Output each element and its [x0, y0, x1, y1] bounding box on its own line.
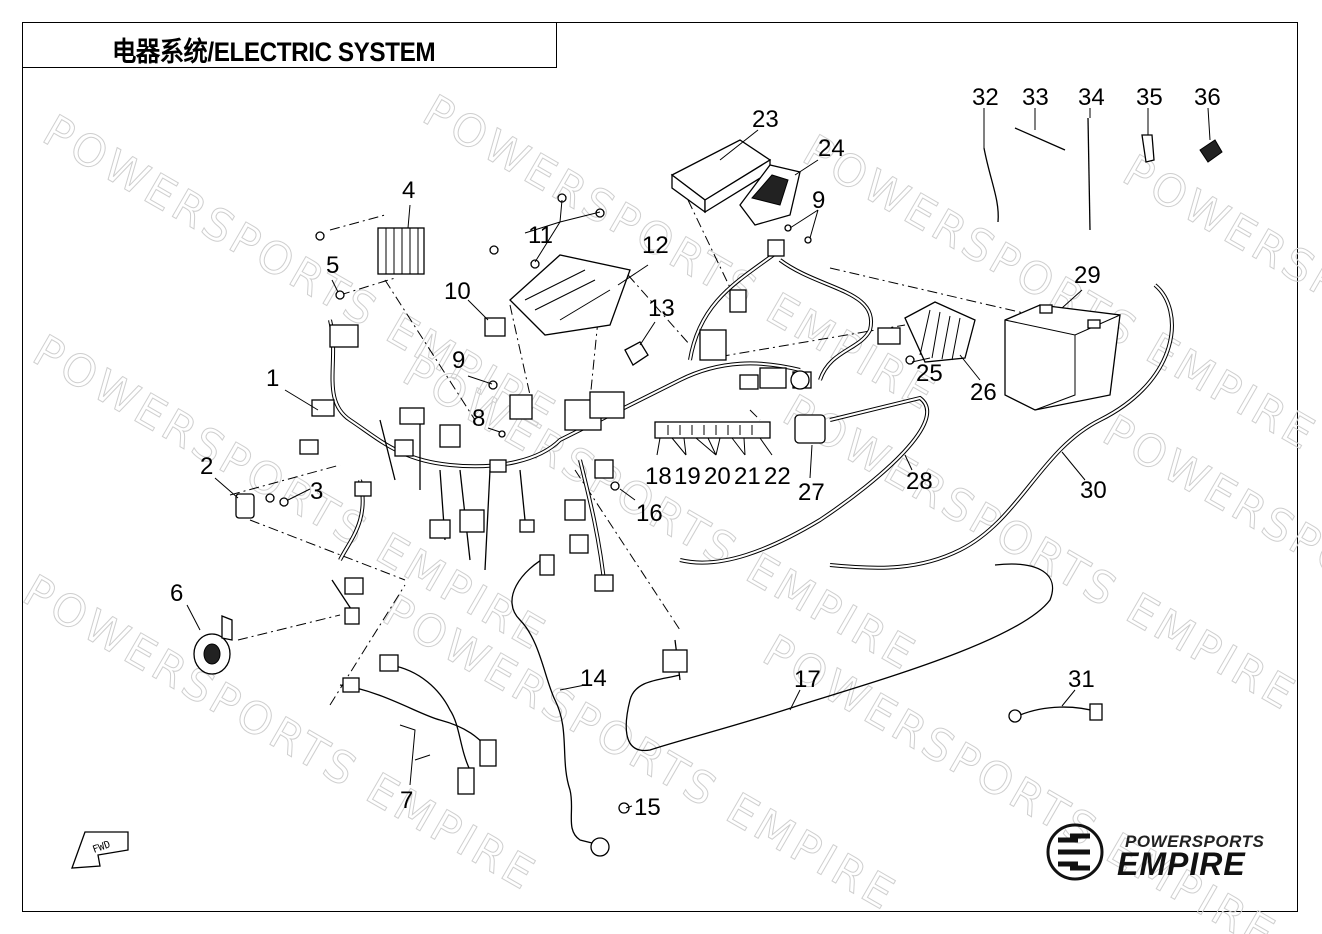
callout-13: 13 — [648, 295, 675, 322]
fuse-set — [654, 421, 771, 439]
callout-9a: 9 — [452, 347, 465, 374]
regulator-part — [904, 301, 976, 363]
callout-11: 11 — [528, 222, 553, 249]
callout-36: 36 — [1194, 84, 1221, 111]
callout-33: 33 — [1022, 84, 1049, 111]
callout-29: 29 — [1074, 262, 1101, 289]
callout-32: 32 — [972, 84, 999, 111]
callout-31: 31 — [1068, 666, 1095, 693]
callout-15: 15 — [634, 794, 661, 821]
brand-logo-icon — [1046, 823, 1104, 881]
rectifier-part — [315, 227, 425, 300]
callout-18: 18 — [645, 463, 672, 490]
callout-2: 2 — [200, 453, 213, 480]
callout-22: 22 — [764, 463, 791, 490]
callout-1: 1 — [266, 365, 279, 392]
callout-19: 19 — [674, 463, 701, 490]
title-box — [22, 22, 557, 68]
small-parts-32-36 — [983, 117, 1223, 231]
callout-5: 5 — [326, 252, 339, 279]
callout-20: 20 — [704, 463, 731, 490]
sensor-2-part — [235, 493, 289, 519]
brand-name-bottom: EMPIRE — [1117, 846, 1246, 882]
ecu-part — [489, 193, 631, 336]
callout-25: 25 — [916, 360, 943, 387]
callout-24: 24 — [818, 135, 845, 162]
callout-6: 6 — [170, 580, 183, 607]
callout-30: 30 — [1080, 477, 1107, 504]
callout-23: 23 — [752, 106, 779, 133]
callout-10: 10 — [444, 278, 471, 305]
callout-8: 8 — [472, 405, 485, 432]
bulb-part — [624, 341, 649, 366]
relay-part — [484, 317, 506, 337]
callout-26: 26 — [970, 379, 997, 406]
callout-34: 34 — [1078, 84, 1105, 111]
callout-21: 21 — [734, 463, 761, 490]
callout-12: 12 — [642, 232, 669, 259]
callout-16: 16 — [636, 500, 663, 527]
drawing-frame — [22, 22, 1298, 912]
callout-17: 17 — [794, 666, 821, 693]
callout-7: 7 — [400, 787, 413, 814]
horn-part — [193, 615, 233, 675]
callout-labels: 1 2 3 4 5 6 7 8 9 9 10 11 12 13 14 15 16… — [170, 84, 1221, 821]
fwd-arrow-icon: FWD — [71, 831, 129, 869]
watermark: POWERSPORTS EMPIRE POWERSPORTS EMPIRE PO… — [14, 85, 1322, 934]
leader-lines — [186, 107, 1211, 809]
callout-3: 3 — [310, 478, 323, 505]
callout-9b: 9 — [812, 187, 825, 214]
module-23-part — [670, 139, 772, 214]
callout-35: 35 — [1136, 84, 1163, 111]
callout-28: 28 — [906, 468, 933, 495]
brand-name-top: POWERSPORTS — [1125, 832, 1265, 851]
battery-part — [1004, 304, 1121, 411]
callout-27: 27 — [798, 479, 825, 506]
callout-14: 14 — [580, 665, 607, 692]
starter-relay-part — [790, 370, 826, 444]
page-title: 电器系统/ELECTRIC SYSTEM — [112, 37, 436, 67]
module-24-part — [739, 164, 801, 226]
callout-4: 4 — [402, 177, 415, 204]
connector-part — [509, 394, 533, 420]
main-wiring-harness — [299, 239, 901, 592]
cables — [331, 283, 1174, 857]
